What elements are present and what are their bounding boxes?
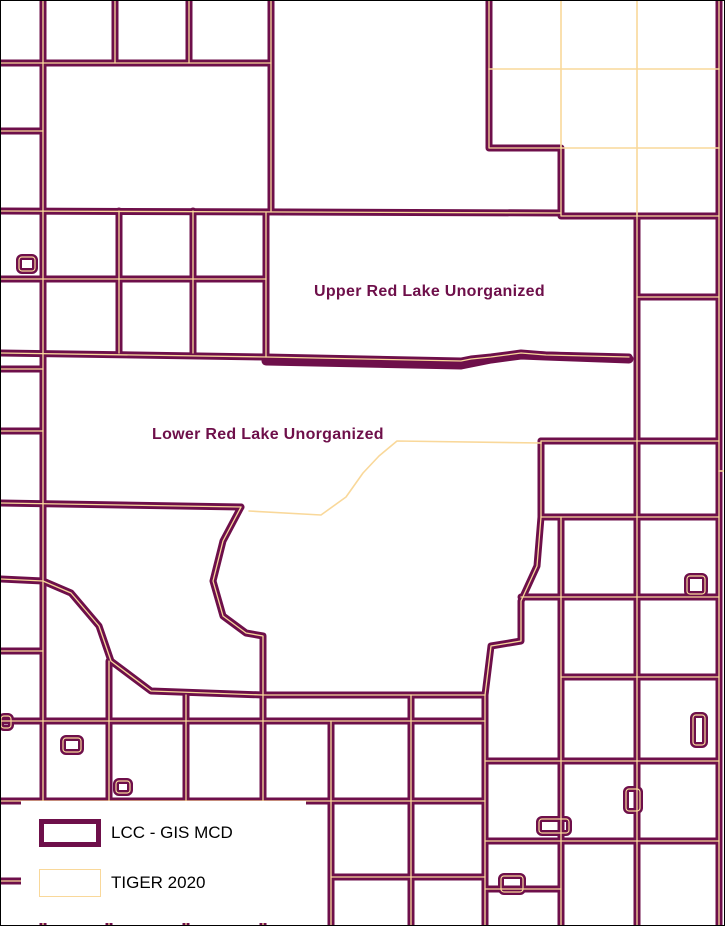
tiger-boundary xyxy=(248,440,542,516)
tiger-parcel xyxy=(18,256,36,272)
tiger-boundary xyxy=(212,506,264,696)
tiger-parcel xyxy=(625,788,641,812)
tiger-boundary xyxy=(488,1,720,217)
tiger-boundary xyxy=(1,352,630,362)
tiger-boundary xyxy=(1,502,242,508)
lcc-parcel xyxy=(690,712,708,748)
tiger-parcel xyxy=(62,737,82,753)
legend-label-lcc: LCC - GIS MCD xyxy=(111,823,233,842)
lcc-boundary xyxy=(209,503,267,699)
lcc-boundary xyxy=(481,513,545,699)
legend-item-lcc: LCC - GIS MCD xyxy=(39,815,233,851)
legend-swatch-tiger xyxy=(39,869,101,897)
label-lower-red-lake: Lower Red Lake Unorganized xyxy=(152,426,384,443)
lcc-boundary xyxy=(485,1,723,220)
legend-label-tiger: TIGER 2020 xyxy=(111,873,206,892)
lcc-parcel xyxy=(113,778,133,796)
label-upper-red-lake: Upper Red Lake Unorganized xyxy=(314,283,545,300)
tiger-boundary xyxy=(1,578,486,696)
lcc-parcel xyxy=(60,735,84,755)
tiger-parcel xyxy=(1,715,12,729)
legend-swatch-lcc xyxy=(39,819,101,847)
tiger-parcel xyxy=(538,818,570,834)
tiger-boundary xyxy=(1,210,562,214)
lcc-parcel xyxy=(16,254,38,274)
lcc-parcel xyxy=(623,786,643,814)
tiger-parcel xyxy=(500,875,524,893)
tiger-parcel xyxy=(115,780,131,794)
legend: LCC - GIS MCD TIGER 2020 xyxy=(21,801,306,923)
tiger-parcel xyxy=(692,714,706,746)
tiger-parcel xyxy=(686,575,706,595)
lcc-boundary-thick xyxy=(261,350,634,370)
legend-item-tiger: TIGER 2020 xyxy=(39,865,206,901)
lcc-parcel xyxy=(684,573,708,597)
tiger-boundary xyxy=(484,516,542,696)
